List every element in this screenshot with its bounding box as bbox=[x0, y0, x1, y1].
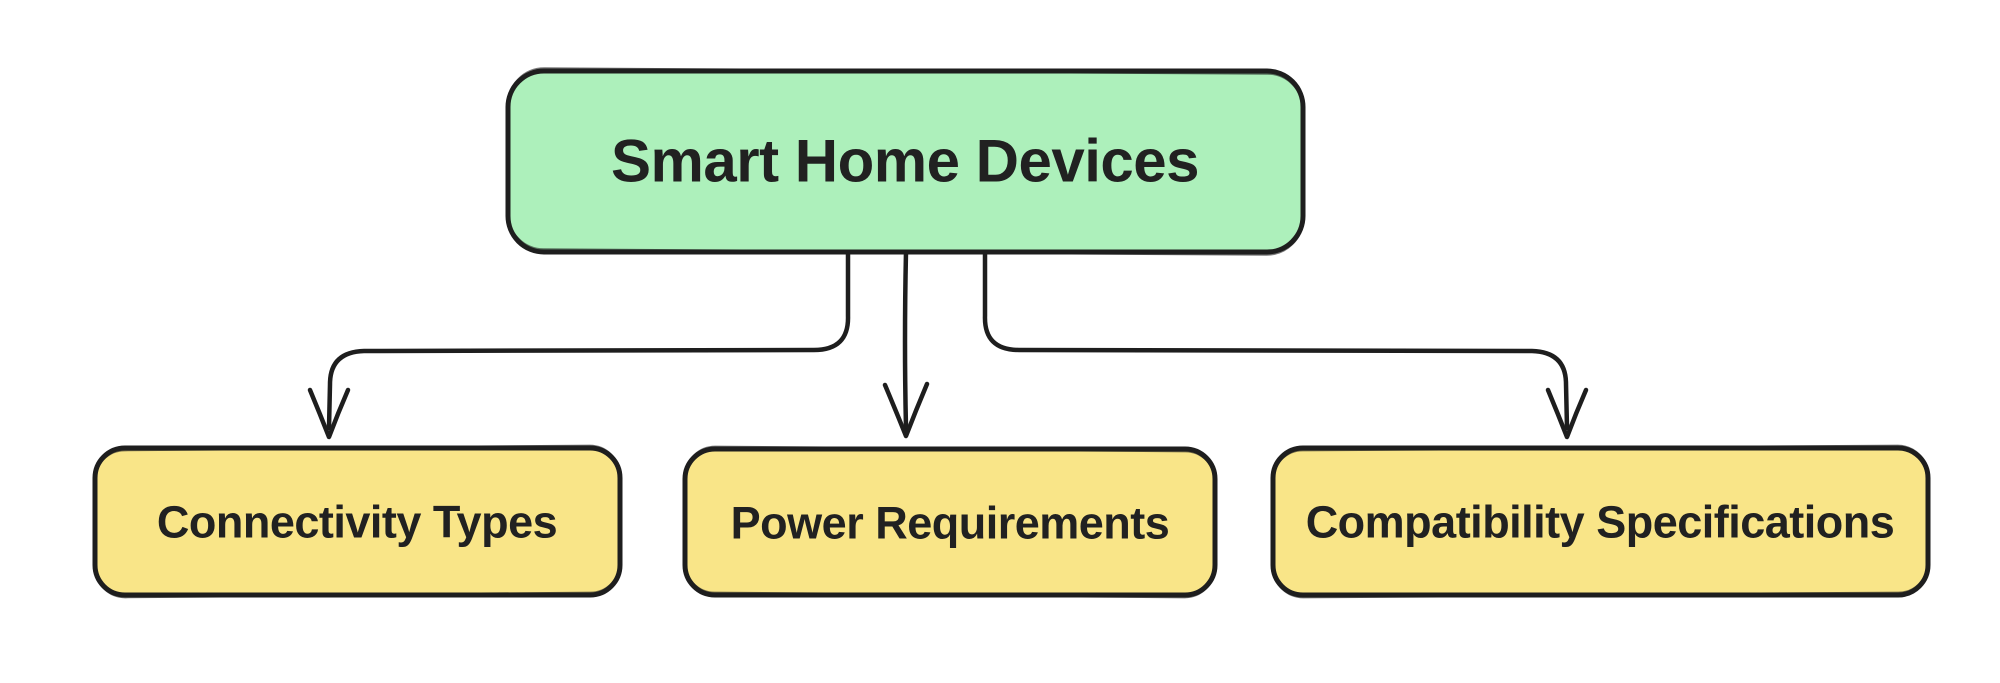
edge-root-to-power-requirements bbox=[882, 249, 930, 439]
node-label: Power Requirements bbox=[731, 498, 1170, 549]
arrowhead-icon bbox=[307, 387, 351, 440]
edge-line bbox=[902, 249, 909, 431]
node-shape-sketch-line bbox=[1271, 444, 1930, 599]
node-shape-sketch-line bbox=[506, 67, 1305, 256]
node-label: Connectivity Types bbox=[157, 497, 557, 548]
node-power-requirements: Power Requirements bbox=[682, 445, 1218, 599]
edge-root-to-connectivity-types bbox=[307, 249, 851, 440]
edge-line bbox=[326, 249, 851, 431]
edge-root-to-compatibility-specifications bbox=[982, 249, 1589, 440]
node-connectivity-types: Connectivity Types bbox=[92, 444, 623, 599]
node-label: Compatibility Specifications bbox=[1306, 497, 1895, 548]
arrowhead-icon bbox=[882, 381, 930, 439]
node-shape-sketch-line bbox=[93, 444, 622, 599]
node-shape-sketch-line bbox=[683, 445, 1217, 599]
edge-line bbox=[982, 249, 1570, 431]
arrowhead-icon bbox=[1545, 387, 1589, 440]
node-label: Smart Home Devices bbox=[611, 128, 1199, 195]
edges bbox=[307, 249, 1589, 440]
node-smart-home-devices: Smart Home Devices bbox=[505, 67, 1306, 256]
node-compatibility-specifications: Compatibility Specifications bbox=[1270, 444, 1931, 599]
